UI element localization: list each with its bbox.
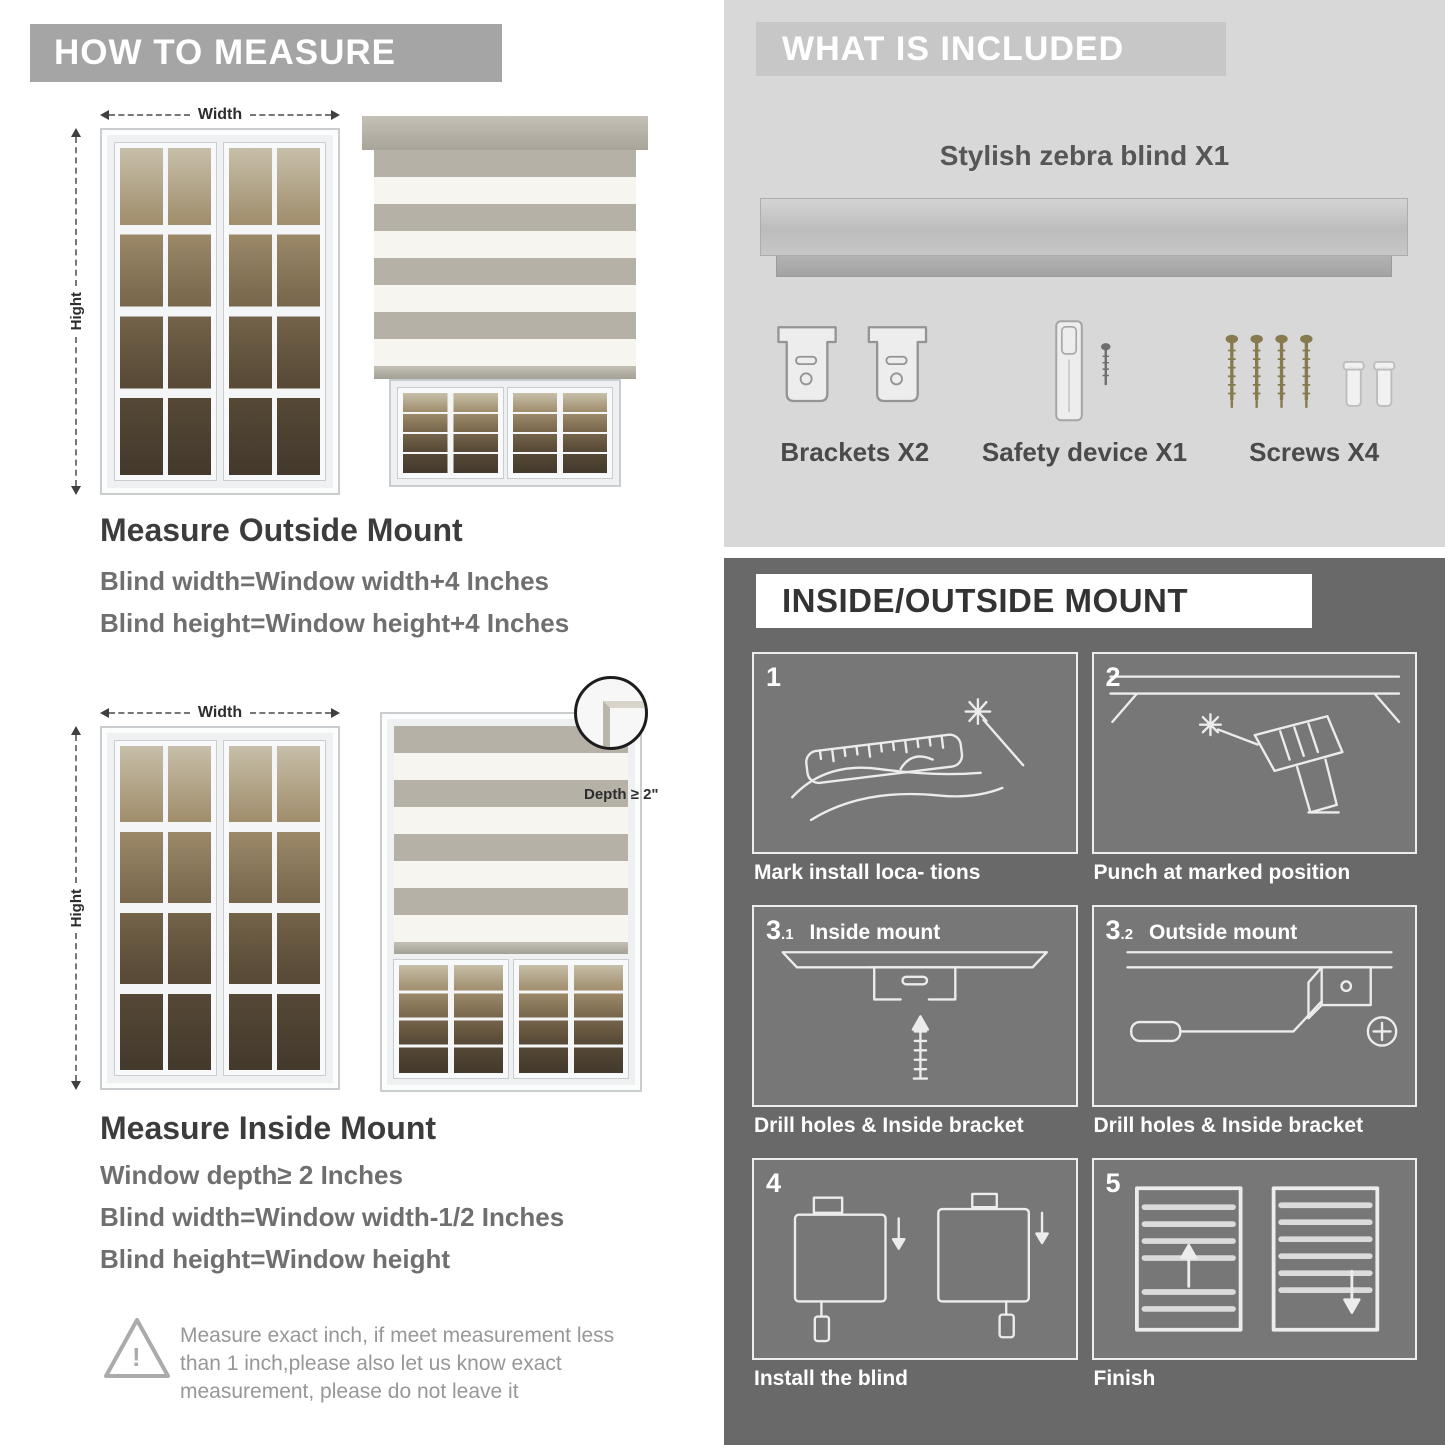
step-5: 5 Finish bbox=[1091, 1158, 1417, 1403]
window-sash bbox=[514, 960, 628, 1078]
drill-drawing bbox=[1108, 675, 1400, 814]
arrow-left-icon bbox=[100, 110, 109, 120]
zebra-stripes bbox=[374, 150, 636, 366]
step-3-1: 3.1 Inside mount Drill bbox=[752, 905, 1078, 1150]
step-3-1-caption: Drill holes & Inside bracket bbox=[754, 1114, 1024, 1137]
arrow-up-icon bbox=[71, 726, 81, 735]
step-3-2-inline-title: Outside mount bbox=[1149, 921, 1298, 944]
inside-mount-blind-figure bbox=[380, 712, 642, 1092]
outside-mount-title: Measure Outside Mount bbox=[100, 512, 463, 548]
window-sash bbox=[224, 741, 325, 1075]
mount-steps-grid: 1 bbox=[752, 652, 1417, 1403]
step-4-caption: Install the blind bbox=[754, 1367, 909, 1390]
arrow-right-icon bbox=[331, 708, 340, 718]
mount-header: INSIDE/OUTSIDE MOUNT bbox=[756, 574, 1312, 628]
inside-formula-depth: Window depth≥ 2 Inches bbox=[100, 1160, 403, 1190]
arrow-down-icon bbox=[71, 486, 81, 496]
mark-locations-drawing bbox=[791, 698, 1025, 822]
width-label: Width bbox=[197, 704, 243, 721]
step-3-1-inline-title: Inside mount bbox=[809, 921, 941, 944]
inside-formula-width: Blind width=Window width-1/2 Inches bbox=[100, 1202, 565, 1232]
how-to-measure-header: HOW TO MEASURE bbox=[30, 24, 502, 82]
step-4-panel: 4 bbox=[752, 1158, 1078, 1360]
window-sash bbox=[394, 960, 508, 1078]
width-arrow-inside: Width bbox=[100, 704, 340, 721]
inside-mount-title: Measure Inside Mount bbox=[100, 1110, 437, 1146]
safety-device-label: Safety device X1 bbox=[981, 437, 1188, 467]
included-item-safety: Safety device X1 bbox=[970, 318, 1200, 468]
what-is-included-header: WHAT IS INCLUDED bbox=[756, 22, 1226, 76]
window-sash bbox=[115, 741, 216, 1075]
window-sash bbox=[398, 388, 503, 478]
step-3-1-panel: 3.1 Inside mount bbox=[752, 905, 1078, 1107]
safety-device-icon bbox=[1054, 320, 1111, 422]
blind-bottom-rail bbox=[394, 942, 628, 954]
brackets-icon bbox=[777, 326, 928, 403]
warning-triangle-icon bbox=[104, 1318, 170, 1378]
step-5-caption: Finish bbox=[1093, 1367, 1156, 1390]
screws-icon bbox=[1224, 333, 1396, 410]
arrow-down-icon bbox=[71, 1081, 81, 1091]
height-label: Hight bbox=[67, 888, 85, 928]
height-label: Hight bbox=[67, 292, 85, 331]
window-illustration-inside bbox=[100, 726, 340, 1090]
brackets-label: Brackets X2 bbox=[780, 437, 930, 467]
height-arrow-inside: Hight bbox=[67, 726, 85, 1091]
install-blind-drawing bbox=[793, 1192, 1049, 1343]
inside-formula-height: Blind height=Window height bbox=[100, 1244, 450, 1274]
arrow-up-icon bbox=[71, 128, 81, 137]
blind-bottom-rail bbox=[374, 366, 636, 379]
step-1: 1 bbox=[752, 652, 1078, 897]
step-1-panel: 1 bbox=[752, 652, 1078, 854]
screws-label: Screws X4 bbox=[1249, 437, 1380, 467]
window-sash bbox=[115, 143, 216, 480]
step-2: 2 Punch at marked position bbox=[1091, 652, 1417, 897]
mount-section: INSIDE/OUTSIDE MOUNT 1 bbox=[724, 558, 1445, 1445]
depth-callout-circle bbox=[574, 676, 648, 750]
window-sash bbox=[507, 388, 612, 478]
step-3-2-caption: Drill holes & Inside bracket bbox=[1093, 1114, 1364, 1137]
headrail-image bbox=[760, 198, 1408, 277]
arrow-right-icon bbox=[331, 110, 340, 120]
inside-bracket-drawing bbox=[781, 951, 1048, 1080]
step-3-2-panel: 3.2 Outside mount bbox=[1091, 905, 1417, 1107]
step-3-2: 3.2 Outside mount bbox=[1091, 905, 1417, 1150]
depth-label: Depth ≥ 2" bbox=[584, 786, 659, 803]
step-1-caption: Mark install loca- tions bbox=[754, 861, 981, 884]
warning-exclamation: ! bbox=[132, 1342, 141, 1372]
included-item-brackets: Brackets X2 bbox=[740, 318, 970, 468]
outside-formula-width: Blind width=Window width+4 Inches bbox=[100, 566, 549, 596]
step-4: 4 Install the b bbox=[752, 1158, 1078, 1403]
window-behind-blind bbox=[389, 379, 621, 487]
window-illustration-outside bbox=[100, 128, 340, 495]
step-2-panel: 2 bbox=[1091, 652, 1417, 854]
outside-mount-blind-figure bbox=[362, 116, 648, 487]
arrow-left-icon bbox=[100, 708, 109, 718]
note-line-2: than 1 inch,please also let us know exac… bbox=[180, 1352, 562, 1375]
zebra-stripes bbox=[394, 726, 628, 942]
product-label: Stylish zebra blind X1 bbox=[939, 140, 1230, 171]
blind-valance bbox=[362, 116, 648, 150]
included-item-screws: Screws X4 bbox=[1199, 318, 1429, 468]
width-label: Width bbox=[197, 106, 243, 123]
outside-formula-height: Blind height=Window height+4 Inches bbox=[100, 608, 570, 638]
what-is-included-section: WHAT IS INCLUDED Stylish zebra blind X1 bbox=[724, 0, 1445, 547]
note-line-1: Measure exact inch, if meet measurement … bbox=[180, 1324, 615, 1347]
width-arrow-outside: Width bbox=[100, 106, 340, 123]
outside-bracket-drawing bbox=[1125, 951, 1397, 1047]
finish-drawing bbox=[1134, 1186, 1379, 1332]
step-2-caption: Punch at marked position bbox=[1093, 861, 1351, 884]
note-line-3: measurement, please do not leave it bbox=[180, 1380, 519, 1403]
window-sash bbox=[224, 143, 325, 480]
height-arrow-outside: Hight bbox=[67, 128, 85, 496]
step-5-panel: 5 bbox=[1091, 1158, 1417, 1360]
